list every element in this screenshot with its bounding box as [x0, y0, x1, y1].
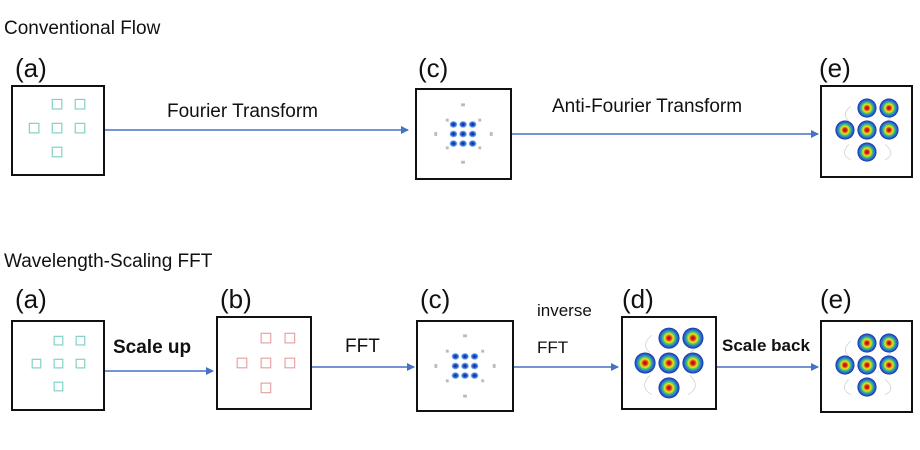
- aperture-pattern-pink: [236, 332, 296, 394]
- fourier-spectrum-icon: [434, 334, 496, 398]
- ws-label-c: (c): [420, 284, 451, 314]
- ws-arrow3-label-inverse: inverse: [537, 301, 592, 320]
- ws-panel-d: [621, 316, 717, 410]
- conv-arrow-anti-fourier: [512, 130, 819, 138]
- reconstructed-field-icon: [835, 98, 899, 162]
- aperture-pattern-teal: [31, 335, 86, 392]
- conventional-flow-title: Conventional Flow: [4, 18, 161, 39]
- ws-label-b: (b): [220, 284, 252, 314]
- ws-arrow-inverse-fft: [514, 363, 619, 371]
- conv-arrow2-label: Anti-Fourier Transform: [552, 96, 743, 117]
- ws-arrow-fft: [312, 363, 415, 371]
- conv-panel-c: [415, 88, 512, 180]
- conv-label-a: (a): [15, 53, 47, 83]
- ws-arrow1-label: Scale up: [113, 337, 192, 358]
- conv-label-c: (c): [418, 53, 449, 83]
- scaled-field-icon: [634, 327, 704, 399]
- conv-label-e: (e): [819, 53, 851, 83]
- ws-arrow-scale-up: [105, 367, 214, 375]
- aperture-pattern-teal: [28, 98, 86, 158]
- ws-panel-e: [820, 320, 913, 413]
- ws-arrow3-label-fft: FFT: [537, 338, 569, 357]
- ws-panel-c: [416, 320, 514, 412]
- ws-arrow-scale-back: [717, 363, 819, 371]
- fourier-spectrum-icon: [434, 103, 493, 164]
- ws-arrow4-label: Scale back: [722, 336, 810, 355]
- conv-panel-e: [820, 85, 913, 178]
- ws-arrow2-label: FFT: [345, 336, 380, 357]
- ws-label-d: (d): [622, 284, 654, 314]
- wavelength-scaling-title: Wavelength-Scaling FFT: [4, 251, 213, 272]
- ws-label-a: (a): [15, 284, 47, 314]
- ws-panel-b: [216, 316, 312, 410]
- ws-label-e: (e): [820, 284, 852, 314]
- reconstructed-field-icon: [835, 333, 899, 397]
- conv-arrow-fourier: [105, 126, 409, 134]
- conv-panel-a: [11, 85, 105, 176]
- conv-arrow1-label: Fourier Transform: [167, 101, 318, 122]
- ws-panel-a: [11, 320, 105, 411]
